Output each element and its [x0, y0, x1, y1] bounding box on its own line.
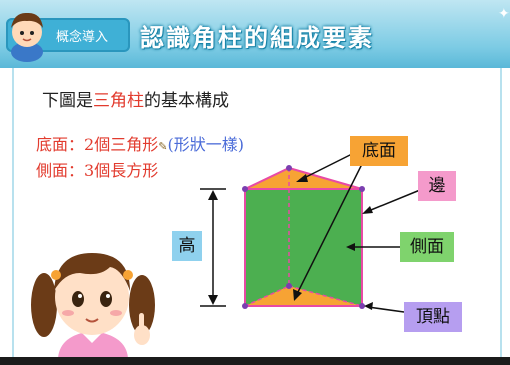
boy-avatar	[11, 12, 43, 62]
pointer-arrowhead	[362, 206, 373, 214]
height-label: 高	[172, 231, 202, 261]
vertex-dot	[359, 303, 365, 309]
intro-text: 下圖是三角柱的基本構成	[42, 86, 229, 111]
side-shape: 長方形	[110, 161, 159, 180]
edge-label-box: 邊	[418, 171, 456, 201]
bottom-base-face	[245, 286, 362, 306]
intro-prefix: 下圖是	[42, 91, 93, 111]
concept-tab-label: 概念導入	[56, 30, 109, 45]
pointer-arrowhead	[296, 174, 308, 182]
side-label-box: 側面	[400, 232, 454, 262]
pointer-arrow	[367, 306, 405, 313]
girl-illustration	[31, 253, 155, 358]
hidden-edge	[288, 285, 363, 307]
base-shape: 三角形	[110, 135, 159, 154]
pencil-icon: ✎	[158, 140, 168, 153]
side-unit: 個	[94, 161, 111, 180]
edge	[244, 166, 363, 190]
base-label: 底面：	[36, 135, 85, 154]
pointer-arrow	[365, 189, 421, 213]
height-arrowhead-down	[208, 295, 218, 305]
side-count: 3	[84, 161, 95, 180]
page-title: 認識角柱的組成要素	[140, 23, 374, 52]
side-description: 側面：3個長方形	[36, 157, 158, 181]
vertex-dot	[242, 303, 248, 309]
base-label-box: 底面	[350, 136, 408, 166]
vertex-dot	[242, 186, 248, 192]
base-note: (形狀一樣)	[167, 135, 244, 154]
vertex-dot	[359, 186, 365, 192]
base-description: 底面：2個三角形✎(形狀一樣)	[36, 131, 244, 155]
base-count: 2	[84, 135, 95, 154]
intro-suffix: 的基本構成	[144, 91, 229, 111]
base-unit: 個	[94, 135, 111, 154]
pointer-arrow	[295, 159, 365, 297]
side-label: 側面：	[36, 161, 85, 180]
pointer-arrowhead	[346, 243, 355, 251]
pointer-arrowhead	[293, 289, 302, 301]
hidden-edge	[244, 285, 290, 307]
height-arrowhead-up	[208, 190, 218, 200]
pointer-arrow	[299, 150, 359, 181]
pointer-arrowhead	[364, 302, 373, 310]
vertex-label-box: 頂點	[404, 302, 462, 332]
intro-highlight: 三角柱	[93, 91, 144, 111]
vertex-dot	[286, 165, 292, 171]
sparkle-icon: ✦	[498, 6, 510, 22]
side-face	[245, 189, 362, 306]
bottom-bar	[0, 357, 510, 365]
vertex-dot	[286, 283, 292, 289]
